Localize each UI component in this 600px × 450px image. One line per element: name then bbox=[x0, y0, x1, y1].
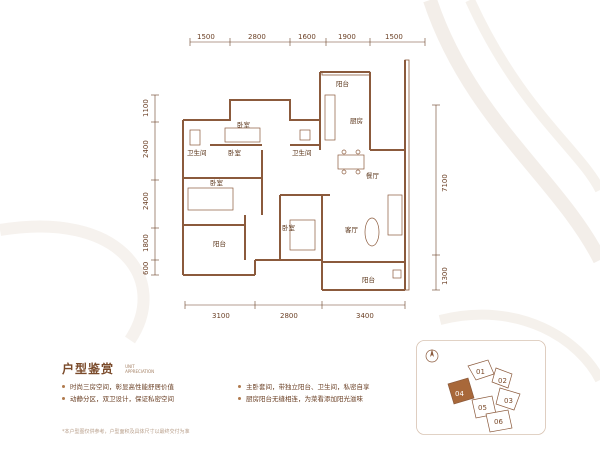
unit-06-shape bbox=[485, 409, 513, 433]
left-dimension-line bbox=[151, 94, 159, 276]
dim-left-2: 2400 bbox=[142, 140, 150, 158]
key-plan: 01 02 03 04 05 06 bbox=[416, 340, 546, 435]
room-living: 客厅 bbox=[345, 225, 359, 234]
section-title-block: 户型鉴赏 UNIT APPRECIATION bbox=[62, 358, 165, 377]
feature-text: 动静分区，双卫设计，保证私密空间 bbox=[70, 395, 174, 403]
unit-01-label: 01 bbox=[476, 368, 485, 376]
compass-icon bbox=[425, 349, 439, 363]
room-balcony-bottom: 阳台 bbox=[362, 275, 375, 284]
section-title: 户型鉴赏 bbox=[62, 362, 115, 376]
unit-02-label: 02 bbox=[498, 377, 507, 385]
dim-left-5: 600 bbox=[142, 262, 150, 275]
bullet-dot-icon bbox=[238, 384, 241, 388]
dim-top-2: 2800 bbox=[248, 33, 266, 41]
dim-right-2: 1300 bbox=[441, 267, 449, 285]
section-title-en-line1: UNIT bbox=[125, 363, 135, 369]
feature-item: 动静分区，双卫设计，保证私密空间 bbox=[62, 392, 174, 404]
dim-top-3: 1600 bbox=[298, 33, 316, 41]
unit-04-shape bbox=[447, 377, 475, 405]
unit-06-label: 06 bbox=[494, 418, 503, 426]
feature-text: 厨房阳台无缝相连，为菜看添加阳光滋味 bbox=[246, 395, 363, 403]
features-right: 主卧套间，带独立阳台、卫生间，私密自享 厨房阳台无缝相连，为菜看添加阳光滋味 bbox=[238, 380, 370, 404]
room-bedroom-left: 卧室 bbox=[210, 178, 224, 187]
room-kitchen: 厨房 bbox=[350, 116, 363, 125]
feature-item: 主卧套间，带独立阳台、卫生间，私密自享 bbox=[238, 380, 370, 392]
dim-left-1: 1100 bbox=[142, 99, 150, 117]
room-bedroom-main: 卧室 bbox=[228, 148, 242, 157]
right-dimension-line bbox=[432, 104, 440, 291]
key-plan-frame bbox=[416, 340, 546, 435]
windows bbox=[321, 59, 410, 291]
room-bath-left: 卫生间 bbox=[187, 148, 207, 157]
dim-bottom-1: 3100 bbox=[212, 312, 230, 320]
section-title-en: UNIT APPRECIATION bbox=[125, 364, 165, 374]
floor-plan: 1500 2800 1600 1900 1500 3100 2800 3400 … bbox=[142, 33, 449, 320]
unit-03-shape bbox=[495, 387, 521, 411]
unit-02-shape bbox=[491, 367, 513, 389]
dim-right-1: 7100 bbox=[441, 174, 449, 192]
bottom-dimension-line bbox=[184, 301, 406, 309]
room-bath-right: 卫生间 bbox=[292, 148, 312, 157]
unit-03-label: 03 bbox=[504, 397, 513, 405]
features-left: 时尚三房空间，彰显高性能舒居价值 动静分区，双卫设计，保证私密空间 bbox=[62, 380, 174, 404]
bullet-dot-icon bbox=[62, 384, 65, 388]
feature-text: 主卧套间，带独立阳台、卫生间，私密自享 bbox=[246, 383, 370, 391]
room-bedroom-main-top: 卧室 bbox=[237, 120, 251, 129]
unit-04-label: 04 bbox=[455, 390, 464, 398]
feature-text: 时尚三房空间，彰显高性能舒居价值 bbox=[70, 383, 174, 391]
dim-top-4: 1900 bbox=[338, 33, 356, 41]
room-balcony-left: 阳台 bbox=[213, 239, 226, 248]
bullet-dot-icon bbox=[238, 396, 241, 400]
dim-top-1: 1500 bbox=[197, 33, 215, 41]
disclaimer-text: *本户型图仅供参考，户型面积及具体尺寸以最终交付为准 bbox=[62, 429, 190, 435]
dim-bottom-3: 3400 bbox=[356, 312, 374, 320]
room-balcony-top: 阳台 bbox=[336, 79, 349, 88]
bullet-dot-icon bbox=[62, 396, 65, 400]
room-bedroom-center: 卧室 bbox=[282, 223, 296, 232]
dim-top-5: 1500 bbox=[385, 33, 403, 41]
top-dimension-line bbox=[189, 38, 426, 46]
furniture bbox=[187, 94, 403, 279]
section-title-en-line2: APPRECIATION bbox=[125, 368, 155, 374]
dim-left-4: 1800 bbox=[142, 234, 150, 252]
dim-bottom-2: 2800 bbox=[280, 312, 298, 320]
unit-05-label: 05 bbox=[478, 404, 487, 412]
dim-left-3: 2400 bbox=[142, 192, 150, 210]
room-dining: 餐厅 bbox=[366, 171, 380, 180]
feature-item: 时尚三房空间，彰显高性能舒居价值 bbox=[62, 380, 174, 392]
feature-item: 厨房阳台无缝相连，为菜看添加阳光滋味 bbox=[238, 392, 370, 404]
